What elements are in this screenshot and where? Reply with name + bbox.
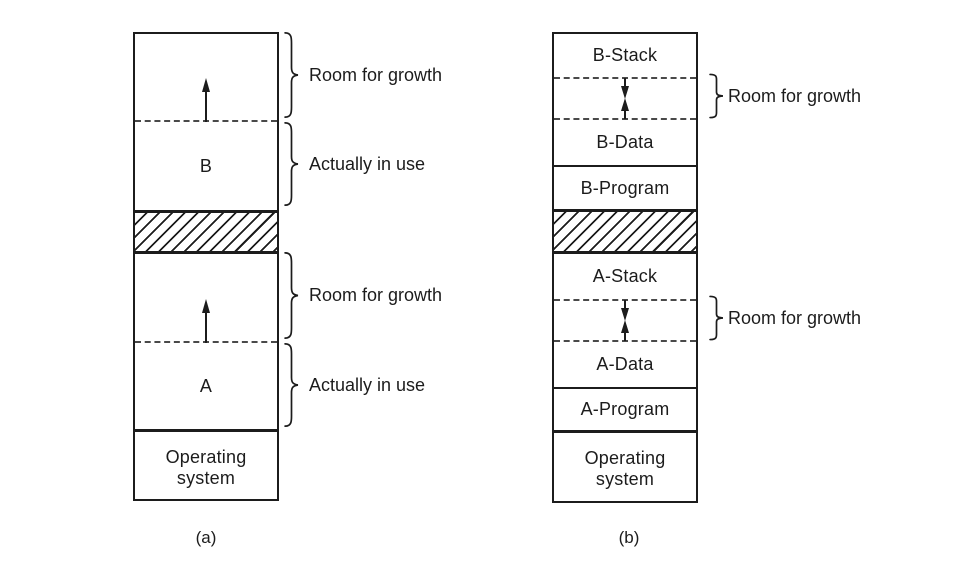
segment-b-stack: B-Stack [554, 34, 696, 77]
segment-a-stack: A-Stack [554, 254, 696, 299]
annotation-room-for-growth-a-panel-b: Room for growth [728, 308, 862, 328]
segment-growth-area-b-panel-b [554, 77, 696, 120]
segment-a-program: A-Program [554, 387, 696, 430]
growth-arrow-down-icon [621, 78, 629, 99]
brace-icon [284, 252, 299, 339]
brace-icon [284, 32, 299, 118]
growth-arrow-up-icon [202, 78, 210, 122]
brace-icon [284, 122, 299, 206]
segment-process-b-label: B [199, 155, 213, 176]
hatched-free-region-panel-a [135, 210, 277, 254]
segment-process-a-label: A [199, 375, 213, 396]
growth-arrow-up-icon [621, 98, 629, 119]
annotation-actually-in-use-a-panel-a: Actually in use [309, 375, 426, 395]
brace-icon [284, 343, 299, 427]
annotation-actually-in-use-b-panel-a: Actually in use [309, 154, 426, 174]
growth-arrow-up-icon [621, 320, 629, 341]
segment-growth-area-a-panel-a [135, 254, 277, 343]
operating-system-label: Operating system [584, 448, 666, 489]
segment-growth-area-a-panel-b [554, 299, 696, 342]
hatched-free-region-panel-b [554, 209, 696, 254]
memory-column-b: B-Stack B-Data B-Program A-Stack [552, 32, 698, 503]
segment-process-b: B [135, 122, 277, 210]
segment-growth-area-b-panel-a [135, 34, 277, 122]
segment-a-stack-label: A-Stack [592, 266, 658, 286]
segment-b-program: B-Program [554, 165, 696, 209]
brace-icon [709, 74, 724, 118]
segment-process-a: A [135, 343, 277, 429]
annotation-room-for-growth-b-panel-a: Room for growth [309, 65, 443, 85]
brace-icon [709, 296, 724, 340]
segment-a-program-label: A-Program [580, 399, 670, 419]
growth-arrow-down-icon [621, 300, 629, 321]
segment-operating-system-panel-a: Operating system [135, 429, 277, 503]
segment-b-data: B-Data [554, 120, 696, 165]
memory-column-a: B A Operating system [133, 32, 279, 501]
caption-panel-b: (b) [618, 528, 640, 547]
segment-a-data-label: A-Data [596, 354, 654, 374]
segment-b-stack-label: B-Stack [592, 45, 658, 65]
segment-b-data-label: B-Data [596, 132, 654, 152]
segment-operating-system-panel-b: Operating system [554, 430, 696, 505]
segment-b-program-label: B-Program [580, 177, 670, 198]
growth-arrow-up-icon [202, 299, 210, 343]
annotation-room-for-growth-a-panel-a: Room for growth [309, 285, 443, 305]
caption-panel-a: (a) [195, 528, 217, 547]
operating-system-label: Operating system [165, 446, 247, 488]
annotation-room-for-growth-b-panel-b: Room for growth [728, 86, 862, 106]
segment-a-data: A-Data [554, 342, 696, 387]
